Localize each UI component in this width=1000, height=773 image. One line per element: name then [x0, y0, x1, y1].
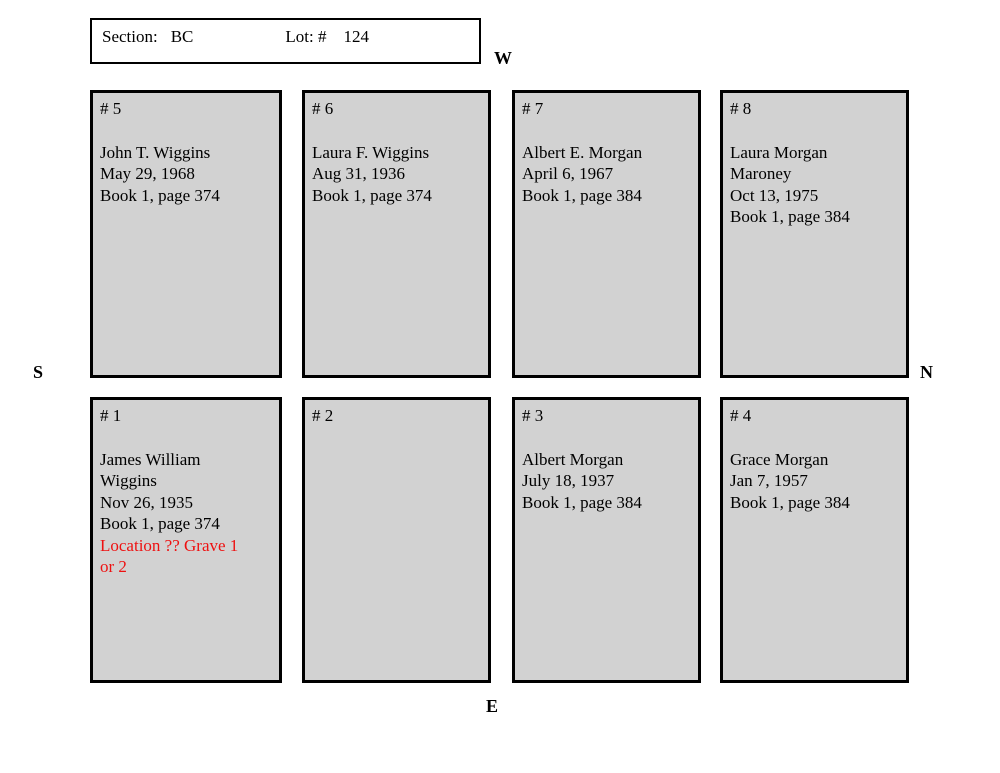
plot-detail-line: James William: [100, 449, 201, 469]
plot-number: # 8: [730, 99, 752, 118]
plot-detail-line: Laura Morgan: [730, 142, 828, 162]
plot-detail-line: or 2: [100, 557, 127, 576]
grave-plot-2: # 2: [302, 397, 491, 683]
plot-detail-line: Nov 26, 1935: [100, 492, 194, 512]
plot-detail-line: May 29, 1968: [100, 164, 195, 183]
plot-number: # 6: [312, 99, 334, 118]
compass-south-label: S: [33, 362, 44, 382]
compass-north-label: N: [920, 362, 933, 382]
plot-detail-line: Albert Morgan: [522, 449, 624, 469]
lot-value: 124: [343, 27, 370, 46]
compass-east-label: E: [486, 696, 499, 716]
plot-detail-line: Jan 7, 1957: [730, 471, 808, 490]
section-label: Section:: [102, 27, 158, 46]
plot-number: # 1: [100, 406, 122, 425]
plot-detail-line: April 6, 1967: [522, 164, 614, 183]
plot-detail-line: Maroney: [730, 164, 792, 183]
plot-detail-line: Aug 31, 1936: [312, 164, 406, 183]
plot-detail-line: Location ?? Grave 1: [100, 535, 239, 555]
plot-number: # 3: [522, 406, 544, 425]
plot-detail-line: Book 1, page 384: [730, 207, 850, 226]
compass-west-label: W: [494, 48, 512, 68]
lot-label: Lot: #: [285, 27, 327, 46]
plot-detail-line: Book 1, page 384: [730, 492, 850, 512]
plot-number: # 4: [730, 406, 752, 425]
plot-detail-line: Grace Morgan: [730, 449, 829, 469]
plot-detail-line: Book 1, page 384: [522, 492, 642, 512]
plot-detail-line: Book 1, page 374: [100, 185, 220, 205]
plot-detail-line: Laura F. Wiggins: [312, 142, 430, 162]
plot-detail-line: Book 1, page 374: [100, 514, 220, 533]
plot-number: # 7: [522, 99, 544, 118]
plot-number: # 2: [312, 406, 334, 425]
plot-detail-line: John T. Wiggins: [100, 142, 211, 162]
plot-detail-line: Wiggins: [100, 471, 157, 490]
plot-detail-line: Albert E. Morgan: [522, 142, 643, 162]
plot-detail-line: July 18, 1937: [522, 471, 615, 490]
plot-detail-line: Book 1, page 374: [312, 185, 432, 205]
plot-number: # 5: [100, 99, 122, 118]
plot-detail-line: Book 1, page 384: [522, 185, 642, 205]
section-lot-header: Section: BC Lot: # 124: [90, 18, 481, 64]
section-value: BC: [170, 27, 194, 46]
plot-detail-line: Oct 13, 1975: [730, 185, 819, 205]
